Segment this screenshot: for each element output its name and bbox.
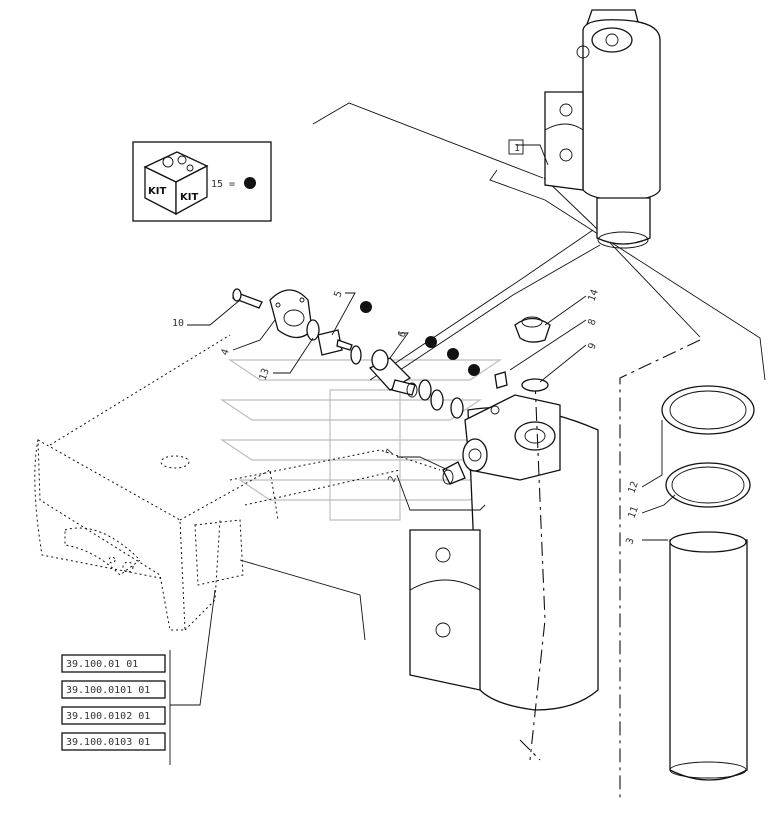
oring-13 [306, 319, 320, 341]
top-cylinder [544, 9, 661, 249]
plug-7 [442, 461, 466, 485]
callout-3: 3 [624, 537, 636, 546]
reference-4: 39.100.0103 01 [66, 737, 150, 748]
check-valve-5 [317, 329, 353, 356]
callout-10: 10 [172, 318, 184, 329]
watermark-logo [220, 359, 502, 521]
kit-box-icon: KIT KIT [143, 151, 209, 216]
callout-5: 5 [332, 290, 344, 299]
callout-7: 7 [384, 448, 396, 457]
kit-legend-label: 15 = [211, 179, 235, 190]
assembly-outline [312, 102, 766, 383]
callout-labels: 1 2 3 4 5 6 7 8 9 10 11 12 13 14 [172, 139, 641, 546]
kit-marker-icon [447, 348, 459, 360]
callout-1: 1 [514, 143, 520, 154]
fitting-8 [494, 371, 508, 389]
lower-cylinder [409, 394, 599, 711]
leader-lines [169, 144, 676, 765]
oring-9 [521, 378, 549, 392]
callout-12: 12 [626, 480, 640, 495]
sleeve-3 [669, 531, 748, 781]
kit-markers [360, 301, 480, 376]
callout-11: 11 [626, 505, 640, 520]
flange-4 [269, 289, 313, 339]
reference-3: 39.100.0102 01 [66, 711, 150, 722]
reference-box [61, 732, 166, 751]
oring-small [350, 345, 362, 365]
callout-13: 13 [257, 367, 271, 382]
valve-spool-6 [368, 349, 418, 398]
kit-marker-icon [425, 336, 437, 348]
reference-1: 39.100.01 01 [66, 659, 138, 670]
callout-6: 6 [396, 330, 408, 339]
reference-2: 39.100.0101 01 [66, 685, 150, 696]
kit-marker-icon [360, 301, 372, 313]
reference-list: 39.100.01 01 39.100.0101 01 39.100.0102 … [61, 654, 166, 751]
seal-rings [418, 379, 464, 419]
plug-14 [514, 316, 551, 343]
callout-9: 9 [586, 342, 598, 351]
kit-word-left: KIT [148, 186, 166, 197]
frame-bracket [34, 334, 441, 631]
reference-box [61, 654, 166, 673]
reference-box [61, 706, 166, 725]
ring-12 [661, 385, 755, 435]
reference-box [61, 680, 166, 699]
kit-legend: KIT KIT 15 = [132, 141, 272, 222]
kit-marker-icon [468, 364, 480, 376]
ring-11 [665, 462, 751, 508]
bolt-10 [232, 288, 263, 309]
centerlines [519, 339, 701, 800]
callout-8: 8 [586, 318, 598, 327]
callout-14: 14 [586, 288, 600, 303]
callout-4: 4 [219, 348, 231, 357]
callout-2: 2 [386, 475, 398, 484]
kit-word-right: KIT [180, 192, 198, 203]
kit-bullet-icon [244, 177, 256, 189]
